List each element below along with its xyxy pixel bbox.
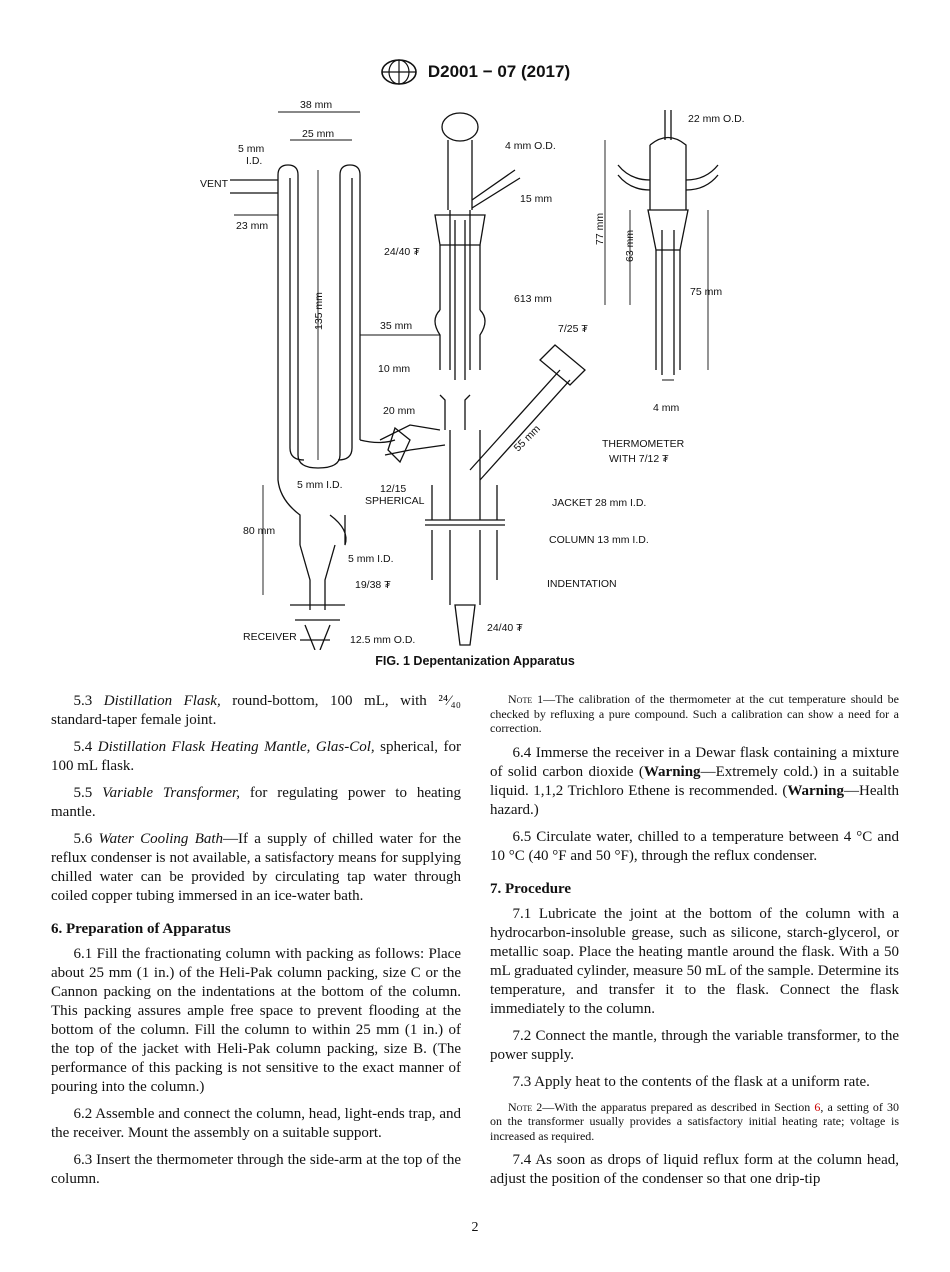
right-column: Note 1—The calibration of the thermomete… — [490, 692, 899, 1197]
column-label: COLUMN 13 mm I.D. — [549, 534, 649, 546]
astm-logo-icon — [381, 59, 417, 85]
left-column: 5.3 Distillation Flask, round-bottom, 10… — [51, 692, 461, 1197]
light-ends-trap-drawing — [617, 110, 719, 375]
dim-135mm: 135 mm — [313, 292, 325, 330]
para-6-5: 6.5 Circulate water, chilled to a temper… — [490, 828, 899, 864]
jacket-label: JACKET 28 mm I.D. — [552, 497, 646, 509]
dimension-lines — [234, 111, 709, 595]
joint-19-38: 19/38 ₮ — [355, 579, 391, 591]
figure-caption: FIG. 1 Depentanization Apparatus — [375, 654, 575, 668]
dim-63mm: 63 mm — [624, 230, 636, 262]
section-7-heading: 7. Procedure — [490, 880, 572, 897]
dim-5mm-id-2: 5 mm I.D. — [348, 553, 394, 565]
spherical-label: SPHERICAL — [365, 495, 425, 507]
indentation-label: INDENTATION — [547, 578, 617, 590]
reflux-condenser-drawing — [230, 164, 396, 650]
dim-12-5mm-od: 12.5 mm O.D. — [350, 634, 415, 646]
section-6-link[interactable]: 6 — [814, 1099, 821, 1114]
para-5-5: 5.5 Variable Transformer, for regulating… — [51, 785, 461, 820]
dim-10mm: 10 mm — [378, 363, 410, 375]
para-5-6: 5.6 Water Cooling Bath—If a supply of ch… — [51, 831, 462, 904]
joint-12-15: 12/15 — [380, 483, 406, 495]
page-header: D2001 − 07 (2017) — [0, 58, 950, 86]
dim-23mm: 23 mm — [236, 220, 268, 232]
para-6-4: 6.4 Immerse the receiver in a Dewar flas… — [490, 744, 899, 818]
joint-24-40-a: 24/40 ₮ — [384, 246, 420, 258]
receiver-label: RECEIVER — [243, 631, 297, 643]
dim-15mm: 15 mm — [520, 193, 552, 205]
joint-24-40-b: 24/40 ₮ — [487, 622, 523, 634]
section-6-heading: 6. Preparation of Apparatus — [51, 921, 231, 937]
dim-25mm: 25 mm — [302, 128, 334, 140]
dim-22mm-od: 22 mm O.D. — [688, 113, 745, 125]
dim-613mm: 613 mm — [514, 293, 552, 305]
thermometer-label: THERMOMETER — [602, 438, 685, 450]
para-7-2: 7.2 Connect the mantle, through the vari… — [490, 1027, 899, 1063]
para-6-3: 6.3 Insert the thermometer through the s… — [51, 1152, 461, 1187]
para-7-1: 7.1 Lubricate the joint at the bottom of… — [490, 905, 899, 1017]
page-number: 2 — [471, 1220, 479, 1235]
dim-5mm-id: 5 mm I.D. — [297, 479, 343, 491]
dim-20mm: 20 mm — [383, 405, 415, 417]
joint-7-25: 7/25 ₮ — [558, 323, 588, 335]
para-6-2: 6.2 Assemble and connect the column, hea… — [51, 1106, 461, 1141]
apparatus-figure: 38 mm 25 mm 5 mm I.D. VENT 23 mm 135 mm … — [200, 99, 745, 650]
para-5-4: 5.4 Distillation Flask Heating Mantle, G… — [51, 739, 461, 774]
note-2: Note 2—With the apparatus prepared as de… — [490, 1099, 899, 1143]
dim-5mm: 5 mm — [238, 143, 265, 155]
standard-designation: D2001 − 07 (2017) — [427, 62, 571, 81]
dim-80mm: 80 mm — [243, 525, 275, 537]
vent-label: VENT — [200, 178, 229, 190]
para-7-3: 7.3 Apply heat to the contents of the fl… — [512, 1073, 870, 1090]
dim-id: I.D. — [246, 155, 262, 167]
para-7-4: 7.4 As soon as drops of liquid reflux fo… — [490, 1152, 899, 1187]
dim-35mm: 35 mm — [380, 320, 412, 332]
para-6-1: 6.1 Fill the fractionating column with p… — [51, 946, 461, 1095]
dim-77mm: 77 mm — [594, 213, 606, 245]
thermometer-joint: WITH 7/12 ₮ — [609, 453, 669, 465]
dim-75mm: 75 mm — [690, 286, 722, 298]
dim-38mm: 38 mm — [300, 99, 332, 111]
para-5-3: 5.3 Distillation Flask, round-bottom, 10… — [51, 693, 462, 728]
note-1: Note 1—The calibration of the thermomete… — [490, 692, 899, 735]
column-and-head-drawing — [379, 112, 586, 646]
dim-4mm-od: 4 mm O.D. — [505, 140, 556, 152]
dim-4mm: 4 mm — [653, 402, 680, 414]
